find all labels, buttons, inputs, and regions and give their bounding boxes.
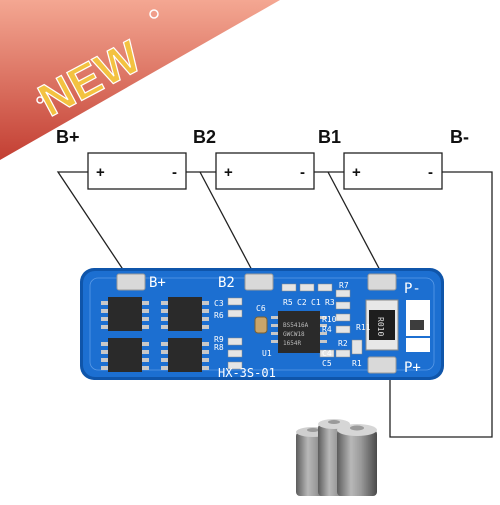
pad-b1 — [367, 273, 397, 291]
cell-1: + - — [87, 152, 187, 190]
silk-label: R2 — [338, 339, 348, 348]
silk-label: C6 — [256, 304, 266, 313]
cell-positive-sign: + — [352, 164, 361, 181]
wiring — [56, 171, 493, 438]
chip-marking-line-1: BS5416A — [283, 322, 309, 329]
silk-label: C4 — [322, 349, 332, 358]
chip-marking-line-3: 1654R — [283, 340, 301, 347]
pad-p-minus — [406, 300, 430, 336]
cell-2: + - — [215, 152, 315, 190]
pad-label-p-minus: P- — [404, 281, 421, 297]
silk-label: R11 — [356, 323, 371, 332]
cell-3: + - — [343, 152, 443, 190]
cell-positive-sign: + — [224, 164, 233, 181]
smd-components — [227, 283, 363, 370]
sparkle-icon — [149, 9, 159, 19]
cell-negative-sign: - — [172, 164, 177, 181]
silk-label: R7 — [339, 281, 349, 290]
pad-label-b2: B2 — [218, 275, 235, 291]
terminal-label-b1: B1 — [318, 127, 341, 147]
chip-marking-line-2: GWCW18 — [283, 331, 305, 338]
silk-label: R9 — [214, 335, 224, 344]
mosfet-1 — [101, 297, 149, 331]
board-model-label: HX-3S-01 — [218, 366, 276, 380]
new-banner: NEW — [0, 0, 280, 160]
mosfet-3 — [101, 338, 149, 372]
silk-label: R10 — [322, 315, 337, 324]
chip-u1: BS5416A GWCW18 1654R — [271, 311, 327, 353]
silk-label: R3 — [325, 298, 335, 307]
pad-p-plus — [367, 356, 397, 374]
shunt-resistor: R010 — [365, 299, 399, 351]
silk-label: R8 — [214, 343, 224, 352]
cell-positive-sign: + — [96, 164, 105, 181]
terminal-label-b-minus: B- — [450, 127, 469, 147]
capacitor-c6 — [254, 316, 268, 334]
silk-label: C5 — [322, 359, 332, 368]
pcb-board: B+ B2 P- P+ — [80, 268, 444, 380]
silk-label: R6 — [214, 311, 224, 320]
cell-negative-sign: - — [428, 164, 433, 181]
silk-label: C2 — [297, 298, 307, 307]
mosfet-4 — [161, 338, 209, 372]
silk-label: U1 — [262, 349, 272, 358]
cell-negative-sign: - — [300, 164, 305, 181]
silk-label: C1 — [311, 298, 321, 307]
batteries-icon — [296, 419, 377, 496]
silk-label: R4 — [322, 325, 332, 334]
terminal-label-b-plus: B+ — [56, 127, 80, 147]
pad-label-p-plus: P+ — [404, 360, 421, 376]
mosfet-2 — [161, 297, 209, 331]
silk-label: C3 — [214, 299, 224, 308]
silk-label: R1 — [352, 359, 362, 368]
pad-label-b-plus: B+ — [149, 275, 166, 291]
pad-b-plus — [116, 273, 146, 291]
terminal-label-b2: B2 — [193, 127, 216, 147]
sparkle-icon — [36, 96, 44, 104]
silk-label: R5 — [283, 298, 293, 307]
resistor-marking: R010 — [376, 317, 385, 336]
pad-b2 — [244, 273, 274, 291]
